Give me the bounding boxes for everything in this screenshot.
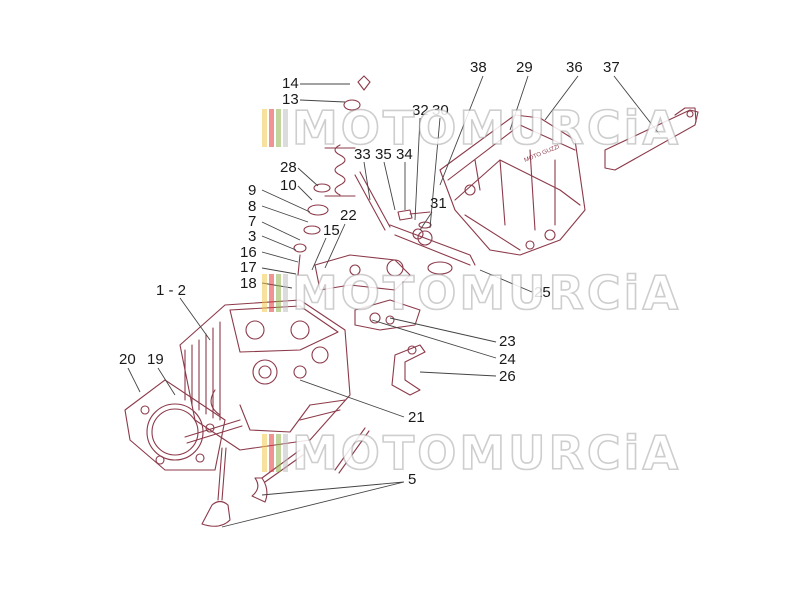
leader-line-16 — [261, 251, 299, 263]
leader-line-10 — [297, 185, 313, 201]
watermark-bars — [262, 274, 288, 312]
callout-32: 32 — [412, 102, 429, 119]
callout-21: 21 — [408, 409, 425, 426]
leader-line-21 — [299, 379, 405, 418]
callout-26: 26 — [499, 368, 516, 385]
callout-10: 10 — [280, 177, 297, 194]
callout-17: 17 — [240, 259, 257, 276]
callout-25: 25 — [534, 284, 551, 301]
callout-24: 24 — [499, 351, 516, 368]
callout-3: 3 — [248, 228, 257, 245]
leader-line-19 — [157, 367, 176, 396]
leader-line-23 — [389, 317, 497, 343]
stud — [184, 419, 243, 444]
valve-spring — [293, 75, 371, 276]
watermark-bar — [276, 274, 281, 312]
callout-30: 30 — [432, 102, 449, 119]
leader-line-28 — [297, 167, 319, 187]
watermark-text: MOTOMURCiA — [291, 100, 682, 156]
leader-line-8 — [261, 205, 309, 223]
leader-line-26 — [419, 371, 497, 377]
leader-line-15 — [311, 237, 327, 271]
leader-line-22 — [324, 223, 346, 269]
callout-18: 18 — [240, 275, 257, 292]
callout-1-2: 1 - 2 — [156, 282, 187, 299]
valves — [201, 427, 370, 527]
callout-20: 20 — [119, 351, 136, 368]
screws — [397, 209, 432, 229]
leader-line-33 — [363, 161, 371, 201]
watermark-bars — [262, 434, 288, 472]
rocker-arms — [314, 224, 476, 331]
watermark-text: MOTOMURCiA — [291, 265, 682, 321]
push-rod — [354, 171, 391, 231]
bracket — [391, 344, 426, 396]
leader-line-32 — [414, 117, 421, 221]
watermark-bars — [262, 109, 288, 147]
leader-line-25 — [479, 269, 533, 293]
watermark-bar — [283, 274, 288, 312]
leader-line-36 — [544, 75, 579, 121]
head-gasket — [124, 379, 226, 471]
callout-7: 7 — [248, 213, 257, 230]
watermark-bar — [269, 274, 274, 312]
valve-cover — [439, 114, 586, 256]
leader-line-17 — [261, 267, 297, 275]
leader-line-37 — [613, 75, 661, 136]
callout-34: 34 — [396, 146, 413, 163]
watermark-bar — [283, 434, 288, 472]
watermark-bar — [269, 109, 274, 147]
callout-31: 31 — [430, 195, 447, 212]
cylinder-head — [179, 299, 351, 451]
cap — [427, 261, 453, 275]
callout-33: 33 — [354, 146, 371, 163]
leader-line-5 — [221, 481, 405, 528]
watermark-bar — [283, 109, 288, 147]
callout-22: 22 — [340, 207, 357, 224]
callout-13: 13 — [282, 91, 299, 108]
leader-line-31 — [419, 211, 433, 231]
leader-line-13 — [299, 99, 346, 103]
cover-guard — [604, 107, 699, 171]
callout-8: 8 — [248, 198, 257, 215]
callout-28: 28 — [280, 159, 297, 176]
callout-15: 15 — [323, 222, 340, 239]
leader-line-1-2 — [179, 297, 211, 341]
callout-9: 9 — [248, 182, 257, 199]
callout-35: 35 — [375, 146, 392, 163]
watermark-bar — [269, 434, 274, 472]
watermark-bar — [262, 434, 267, 472]
watermark-bottom: MOTOMURCiA — [262, 425, 682, 481]
callout-36: 36 — [566, 59, 583, 76]
watermark-bar — [276, 434, 281, 472]
leader-line-3 — [261, 235, 297, 251]
watermark-bar — [262, 274, 267, 312]
leader-line-20 — [127, 367, 141, 393]
leader-line-38 — [439, 75, 484, 186]
callout-37: 37 — [603, 59, 620, 76]
callout-29: 29 — [516, 59, 533, 76]
callout-19: 19 — [147, 351, 164, 368]
watermark-bar — [276, 109, 281, 147]
leader-line-30 — [429, 117, 441, 229]
watermark-middle: MOTOMURCiA — [262, 265, 682, 321]
leader-line-7 — [261, 221, 301, 241]
callout-16: 16 — [240, 244, 257, 261]
leader-line-9 — [261, 189, 311, 213]
leader-line-29 — [509, 75, 529, 131]
callout-38: 38 — [470, 59, 487, 76]
callout-14: 14 — [282, 75, 299, 92]
callout-23: 23 — [499, 333, 516, 350]
watermark-bar — [262, 109, 267, 147]
callout-5: 5 — [408, 471, 417, 488]
watermark-text: MOTOMURCiA — [291, 425, 682, 481]
leader-line-24 — [371, 319, 497, 359]
watermark-top: MOTOMURCiA — [262, 100, 682, 156]
leader-line-35 — [383, 161, 396, 211]
